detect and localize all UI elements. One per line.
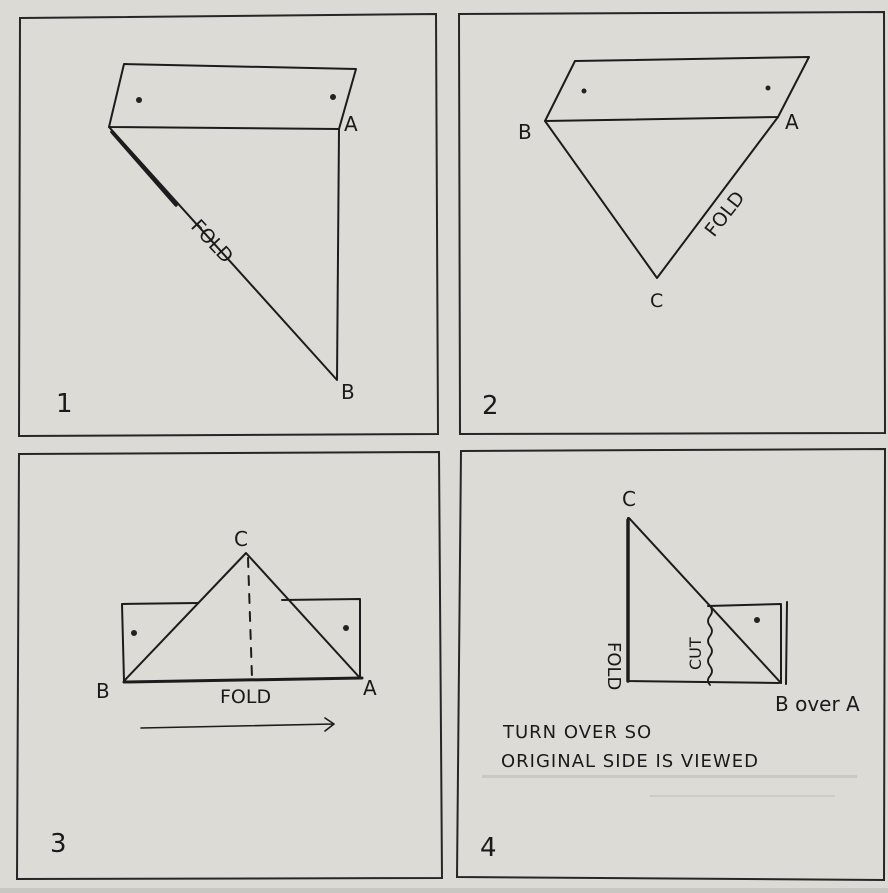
panel-4-step-number: 4 (480, 833, 497, 863)
panel-2-paper-triangle (544, 116, 779, 279)
panel-4-note-line-2: ORIGINAL SIDE IS VIEWED (501, 751, 759, 772)
panel-3-hole-mark (131, 630, 137, 636)
panel-4-label-c: C (622, 487, 636, 511)
panel-4-paper-diagonal (628, 517, 782, 684)
panel-3-hole-mark (343, 625, 349, 631)
panel-3: FOLD C B A 3 (15, 450, 444, 881)
panel-4-note-line-1: TURN OVER SO (502, 722, 652, 743)
panel-3-paper-triangle (123, 552, 361, 682)
panel-2-paper-strip (544, 56, 810, 122)
panel-3-frame (15, 450, 444, 881)
panel-4-overlap-square (707, 601, 788, 685)
panel-2-hole-mark (765, 85, 771, 91)
panel-2-hole-mark (581, 88, 587, 94)
panel-1-fold-line (110, 130, 178, 207)
panel-1: FOLD A B 1 (17, 12, 440, 438)
panel-2-label-b: B (518, 120, 532, 144)
panel-4-cut-label: CUT (686, 637, 705, 670)
panel-3-center-dashed-line (247, 557, 253, 679)
panel-4-cut-line (707, 605, 713, 686)
panel-4: CUT FOLD C B over A TURN OVER SO ORIGINA… (455, 447, 887, 882)
panel-4-erased-marks (482, 775, 857, 778)
panel-3-label-a: A (363, 676, 377, 700)
panel-3-label-c: C (234, 527, 248, 551)
panel-3-step-number: 3 (50, 829, 67, 859)
panel-3-arrow (140, 717, 335, 732)
panel-1-hole-mark (330, 94, 336, 100)
panel-1-hole-mark (136, 97, 142, 103)
panel-1-frame (17, 12, 440, 438)
panel-3-paper-strip (121, 598, 361, 682)
panel-3-fold-line (122, 676, 364, 684)
panel-2-frame (457, 10, 887, 436)
panel-2-label-a: A (785, 110, 799, 134)
panel-4-fold-label: FOLD (603, 642, 624, 690)
panel-4-erased-marks (650, 795, 835, 797)
panel-1-label-b: B (341, 380, 355, 404)
panel-4-label-b-over-a: B over A (775, 692, 860, 716)
panel-4-hole-mark (754, 617, 760, 623)
panel-1-paper-triangle (108, 126, 340, 381)
panel-3-label-b: B (96, 679, 110, 703)
panel-2-step-number: 2 (482, 391, 499, 421)
panel-4-frame (455, 447, 887, 882)
panel-1-step-number: 1 (56, 389, 73, 419)
panel-1-label-a: A (344, 112, 358, 136)
panel-3-fold-label: FOLD (220, 686, 271, 708)
panel-2-label-c: C (650, 290, 663, 312)
panel-1-paper-strip (108, 63, 357, 130)
panel-2: FOLD B A C 2 (457, 10, 887, 436)
